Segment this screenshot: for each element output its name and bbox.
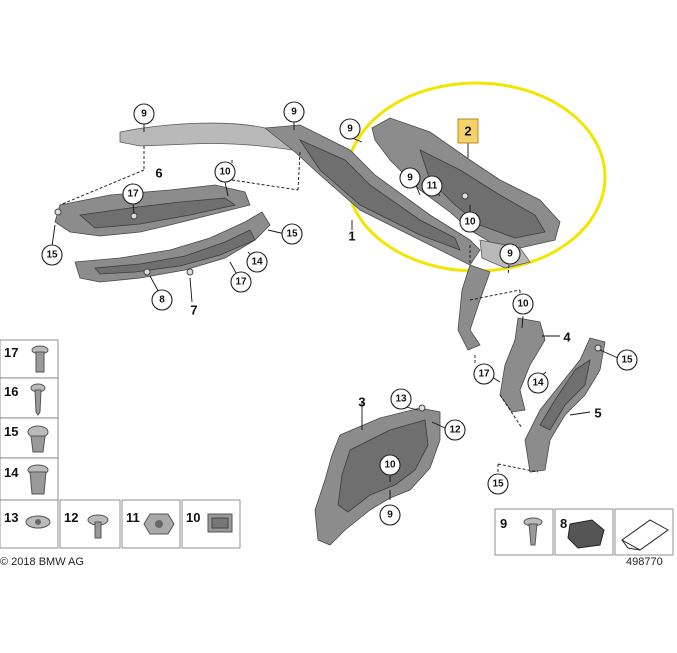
svg-text:9: 9 (500, 516, 507, 531)
svg-text:10: 10 (517, 299, 529, 310)
svg-text:15: 15 (286, 229, 298, 240)
svg-text:11: 11 (126, 510, 140, 525)
svg-text:11: 11 (427, 181, 438, 192)
part-2-bracket[interactable] (371, 117, 561, 269)
callout-10[interactable]: 10 (379, 454, 401, 476)
clip-nut-icon (207, 513, 233, 533)
callout-15[interactable]: 15 (41, 244, 63, 266)
label-5: 5 (594, 406, 601, 421)
label-4: 4 (563, 330, 571, 345)
callout-11[interactable]: 11 (421, 175, 443, 197)
callout-9[interactable]: 9 (339, 118, 361, 140)
fasteners (54, 192, 602, 412)
svg-text:17: 17 (235, 277, 247, 288)
legend-left: 17 16 15 14 (0, 339, 59, 501)
diagram-number: 498770 (626, 556, 663, 568)
part-1-channel[interactable] (119, 122, 491, 351)
screw-icon (87, 514, 109, 539)
callout-9[interactable]: 9 (399, 167, 421, 189)
svg-text:9: 9 (387, 510, 393, 521)
svg-text:8: 8 (159, 295, 165, 306)
svg-text:9: 9 (507, 249, 513, 260)
expanding-nut-icon (27, 425, 49, 453)
svg-text:15: 15 (4, 424, 18, 439)
callout-9[interactable]: 9 (499, 243, 521, 265)
callout-10[interactable]: 10 (214, 161, 236, 183)
svg-text:2: 2 (464, 124, 471, 139)
callout-2-highlight[interactable]: 2 (457, 118, 479, 144)
clip-icon (523, 517, 543, 546)
legend-right: 9 8 (494, 508, 674, 556)
svg-text:13: 13 (4, 510, 18, 525)
callout-17[interactable]: 17 (122, 183, 144, 205)
callout-8[interactable]: 8 (151, 289, 173, 311)
svg-text:8: 8 (560, 516, 567, 531)
svg-text:17: 17 (4, 345, 18, 360)
clip-icon (567, 519, 605, 549)
svg-text:9: 9 (291, 107, 297, 118)
screw-icon (31, 345, 49, 373)
callout-13[interactable]: 13 (390, 388, 412, 410)
expanding-nut-icon (27, 464, 49, 495)
part-4-bracket[interactable] (499, 317, 546, 413)
callout-12[interactable]: 12 (444, 419, 466, 441)
svg-text:13: 13 (395, 394, 407, 405)
svg-text:9: 9 (347, 124, 353, 135)
svg-text:14: 14 (251, 257, 263, 268)
label-3: 3 (358, 395, 365, 410)
rivet-nut-icon (25, 515, 51, 529)
callout-15[interactable]: 15 (487, 473, 509, 495)
hex-nut-icon (143, 513, 175, 535)
callout-15[interactable]: 15 (281, 223, 303, 245)
callout-17[interactable]: 17 (473, 363, 495, 385)
part-3-bracket[interactable] (314, 407, 441, 546)
svg-text:15: 15 (621, 355, 633, 366)
svg-text:17: 17 (127, 189, 139, 200)
part-5-bracket[interactable] (524, 337, 606, 473)
legend-bottom: 13 12 11 10 (0, 499, 241, 549)
svg-text:16: 16 (4, 384, 18, 399)
part-6-bracket[interactable] (54, 184, 251, 237)
svg-text:9: 9 (141, 109, 147, 120)
label-6: 6 (155, 166, 162, 181)
callout-9[interactable]: 9 (379, 504, 401, 526)
svg-text:10: 10 (219, 167, 231, 178)
callout-14[interactable]: 14 (246, 251, 268, 273)
svg-text:15: 15 (46, 250, 58, 261)
svg-text:17: 17 (478, 369, 490, 380)
arrow-icon (621, 519, 669, 551)
callout-15[interactable]: 15 (616, 349, 638, 371)
part-7-bracket[interactable] (74, 211, 271, 283)
callout-9[interactable]: 9 (283, 101, 305, 123)
svg-text:10: 10 (186, 510, 200, 525)
svg-text:10: 10 (464, 217, 476, 228)
copyright-text: © 2018 BMW AG (0, 556, 84, 568)
label-1: 1 (348, 229, 355, 244)
svg-text:14: 14 (4, 465, 19, 480)
svg-text:14: 14 (532, 378, 544, 389)
svg-text:12: 12 (64, 510, 78, 525)
callout-9[interactable]: 9 (133, 103, 155, 125)
label-7: 7 (190, 303, 197, 318)
screw-icon (30, 383, 46, 416)
svg-text:9: 9 (407, 173, 413, 184)
svg-text:10: 10 (384, 460, 396, 471)
svg-text:15: 15 (492, 479, 504, 490)
svg-text:12: 12 (449, 425, 461, 436)
callout-10[interactable]: 10 (459, 211, 481, 233)
callout-10[interactable]: 10 (512, 293, 534, 315)
callout-14[interactable]: 14 (527, 372, 549, 394)
callout-17[interactable]: 17 (230, 271, 252, 293)
